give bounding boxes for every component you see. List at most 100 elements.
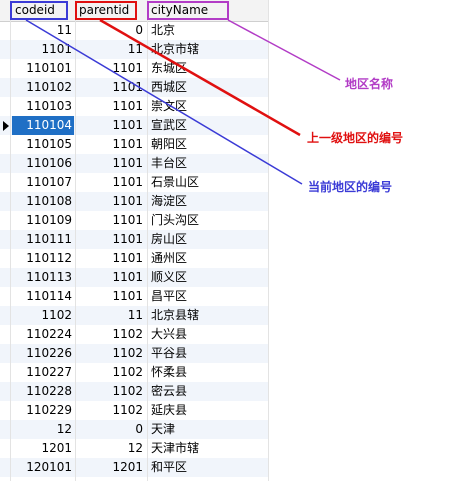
table-row[interactable]: 110228 1102 密云县 [0, 382, 268, 401]
parentid-cell[interactable]: 1101 [112, 137, 143, 151]
parentid-cell[interactable]: 1102 [112, 384, 143, 398]
parentid-cell[interactable]: 1101 [112, 232, 143, 246]
parentid-cell[interactable]: 12 [127, 441, 143, 455]
codeid-cell[interactable]: 110227 [26, 365, 72, 379]
cityname-cell[interactable]: 顺义区 [151, 270, 188, 284]
codeid-cell[interactable]: 11 [56, 23, 72, 37]
parentid-cell[interactable]: 1101 [112, 99, 143, 113]
parentid-cell[interactable]: 1102 [112, 403, 143, 417]
cityname-cell[interactable]: 昌平区 [151, 289, 188, 303]
table-row[interactable]: 11 0 北京 [0, 21, 268, 40]
codeid-cell[interactable]: 120101 [26, 460, 72, 474]
codeid-cell[interactable]: 110101 [26, 61, 72, 75]
codeid-cell[interactable]: 110104 [12, 116, 74, 135]
codeid-cell[interactable]: 110109 [26, 213, 72, 227]
table-row[interactable]: 1201 12 天津市辖 [0, 439, 268, 458]
parentid-cell[interactable]: 1101 [112, 61, 143, 75]
table-row[interactable]: 110105 1101 朝阳区 [0, 135, 268, 154]
parentid-cell[interactable]: 1102 [112, 346, 143, 360]
table-row[interactable]: 110102 1101 西城区 [0, 78, 268, 97]
codeid-cell[interactable]: 110112 [26, 251, 72, 265]
table-row[interactable]: 110107 1101 石景山区 [0, 173, 268, 192]
table-row[interactable]: 120101 1201 和平区 [0, 458, 268, 477]
column-header-cityname[interactable]: cityName [151, 3, 209, 17]
cityname-pointer-line [227, 19, 341, 81]
parentid-cell[interactable]: 1101 [112, 213, 143, 227]
table-row[interactable]: 110112 1101 通州区 [0, 249, 268, 268]
codeid-cell[interactable]: 1101 [41, 42, 72, 56]
parentid-cell[interactable]: 1101 [112, 194, 143, 208]
table-row[interactable]: 110109 1101 门头沟区 [0, 211, 268, 230]
cityname-cell[interactable]: 和平区 [151, 460, 188, 474]
cityname-cell[interactable]: 大兴县 [151, 327, 188, 341]
cityname-cell[interactable]: 怀柔县 [151, 365, 188, 379]
codeid-cell[interactable]: 110103 [26, 99, 72, 113]
parentid-cell[interactable]: 0 [135, 23, 143, 37]
codeid-cell[interactable]: 110114 [26, 289, 72, 303]
cityname-cell[interactable]: 朝阳区 [151, 137, 188, 151]
parentid-cell[interactable]: 1101 [112, 270, 143, 284]
cityname-cell[interactable]: 北京市辖 [151, 42, 200, 56]
annotation-city-name: 地区名称 [345, 77, 394, 91]
column-header-parentid[interactable]: parentid [79, 3, 130, 17]
parentid-cell[interactable]: 1101 [112, 289, 143, 303]
cityname-cell[interactable]: 天津市辖 [151, 441, 200, 455]
column-header-codeid[interactable]: codeid [15, 3, 55, 17]
parentid-cell[interactable]: 1101 [112, 118, 143, 132]
table-row[interactable]: 1102 11 北京县辖 [0, 306, 268, 325]
table-row[interactable]: 110227 1102 怀柔县 [0, 363, 268, 382]
cityname-cell[interactable]: 北京 [151, 23, 176, 37]
cityname-cell[interactable]: 丰台区 [151, 156, 188, 170]
codeid-cell[interactable]: 110102 [26, 80, 72, 94]
codeid-cell[interactable]: 110111 [26, 232, 72, 246]
cityname-cell[interactable]: 石景山区 [151, 175, 200, 189]
annotation-parent-code: 上一级地区的编号 [307, 131, 404, 145]
cityname-cell[interactable]: 平谷县 [151, 346, 188, 360]
table-row[interactable]: 110113 1101 顺义区 [0, 268, 268, 287]
codeid-cell[interactable]: 110105 [26, 137, 72, 151]
table-row[interactable]: 110106 1101 丰台区 [0, 154, 268, 173]
codeid-cell[interactable]: 1102 [41, 308, 72, 322]
cityname-cell[interactable]: 房山区 [151, 232, 188, 246]
codeid-cell[interactable]: 110106 [26, 156, 72, 170]
table-row[interactable]: 110114 1101 昌平区 [0, 287, 268, 306]
parentid-cell[interactable]: 1101 [112, 156, 143, 170]
cityname-cell[interactable]: 北京县辖 [151, 308, 200, 322]
table-row[interactable]: 12 0 天津 [0, 420, 268, 439]
cityname-cell[interactable]: 宣武区 [151, 118, 188, 132]
cityname-cell[interactable]: 通州区 [151, 251, 188, 265]
cityname-cell[interactable]: 海淀区 [151, 194, 188, 208]
parentid-cell[interactable]: 1101 [112, 80, 143, 94]
table-row[interactable]: 110108 1101 海淀区 [0, 192, 268, 211]
codeid-cell[interactable]: 110229 [26, 403, 72, 417]
table-row[interactable]: 110224 1102 大兴县 [0, 325, 268, 344]
cityname-cell[interactable]: 天津 [151, 422, 176, 436]
parentid-cell[interactable]: 11 [127, 42, 143, 56]
parentid-cell[interactable]: 1201 [112, 460, 143, 474]
table-row[interactable]: 110111 1101 房山区 [0, 230, 268, 249]
current-row-marker-icon [3, 121, 9, 131]
codeid-cell[interactable]: 110226 [26, 346, 72, 360]
parentid-cell[interactable]: 1102 [112, 327, 143, 341]
parentid-cell[interactable]: 0 [135, 422, 143, 436]
parentid-cell[interactable]: 1101 [112, 175, 143, 189]
cityname-cell[interactable]: 密云县 [151, 384, 188, 398]
codeid-cell[interactable]: 12 [56, 422, 72, 436]
cityname-cell[interactable]: 门头沟区 [151, 213, 200, 227]
table-row[interactable]: 110104 1101 宣武区 [0, 116, 268, 135]
codeid-cell[interactable]: 110224 [26, 327, 72, 341]
table-row[interactable]: 110229 1102 延庆县 [0, 401, 268, 420]
cityname-cell[interactable]: 延庆县 [151, 403, 188, 417]
cityname-highlight-box [147, 1, 229, 20]
parentid-cell[interactable]: 1101 [112, 251, 143, 265]
cityname-cell[interactable]: 西城区 [151, 80, 188, 94]
codeid-cell[interactable]: 110108 [26, 194, 72, 208]
codeid-cell[interactable]: 110228 [26, 384, 72, 398]
table-row[interactable]: 110226 1102 平谷县 [0, 344, 268, 363]
codeid-cell[interactable]: 1201 [41, 441, 72, 455]
parentid-cell[interactable]: 1102 [112, 365, 143, 379]
codeid-cell[interactable]: 110107 [26, 175, 72, 189]
parentid-cell[interactable]: 11 [127, 308, 143, 322]
codeid-cell[interactable]: 110113 [26, 270, 72, 284]
